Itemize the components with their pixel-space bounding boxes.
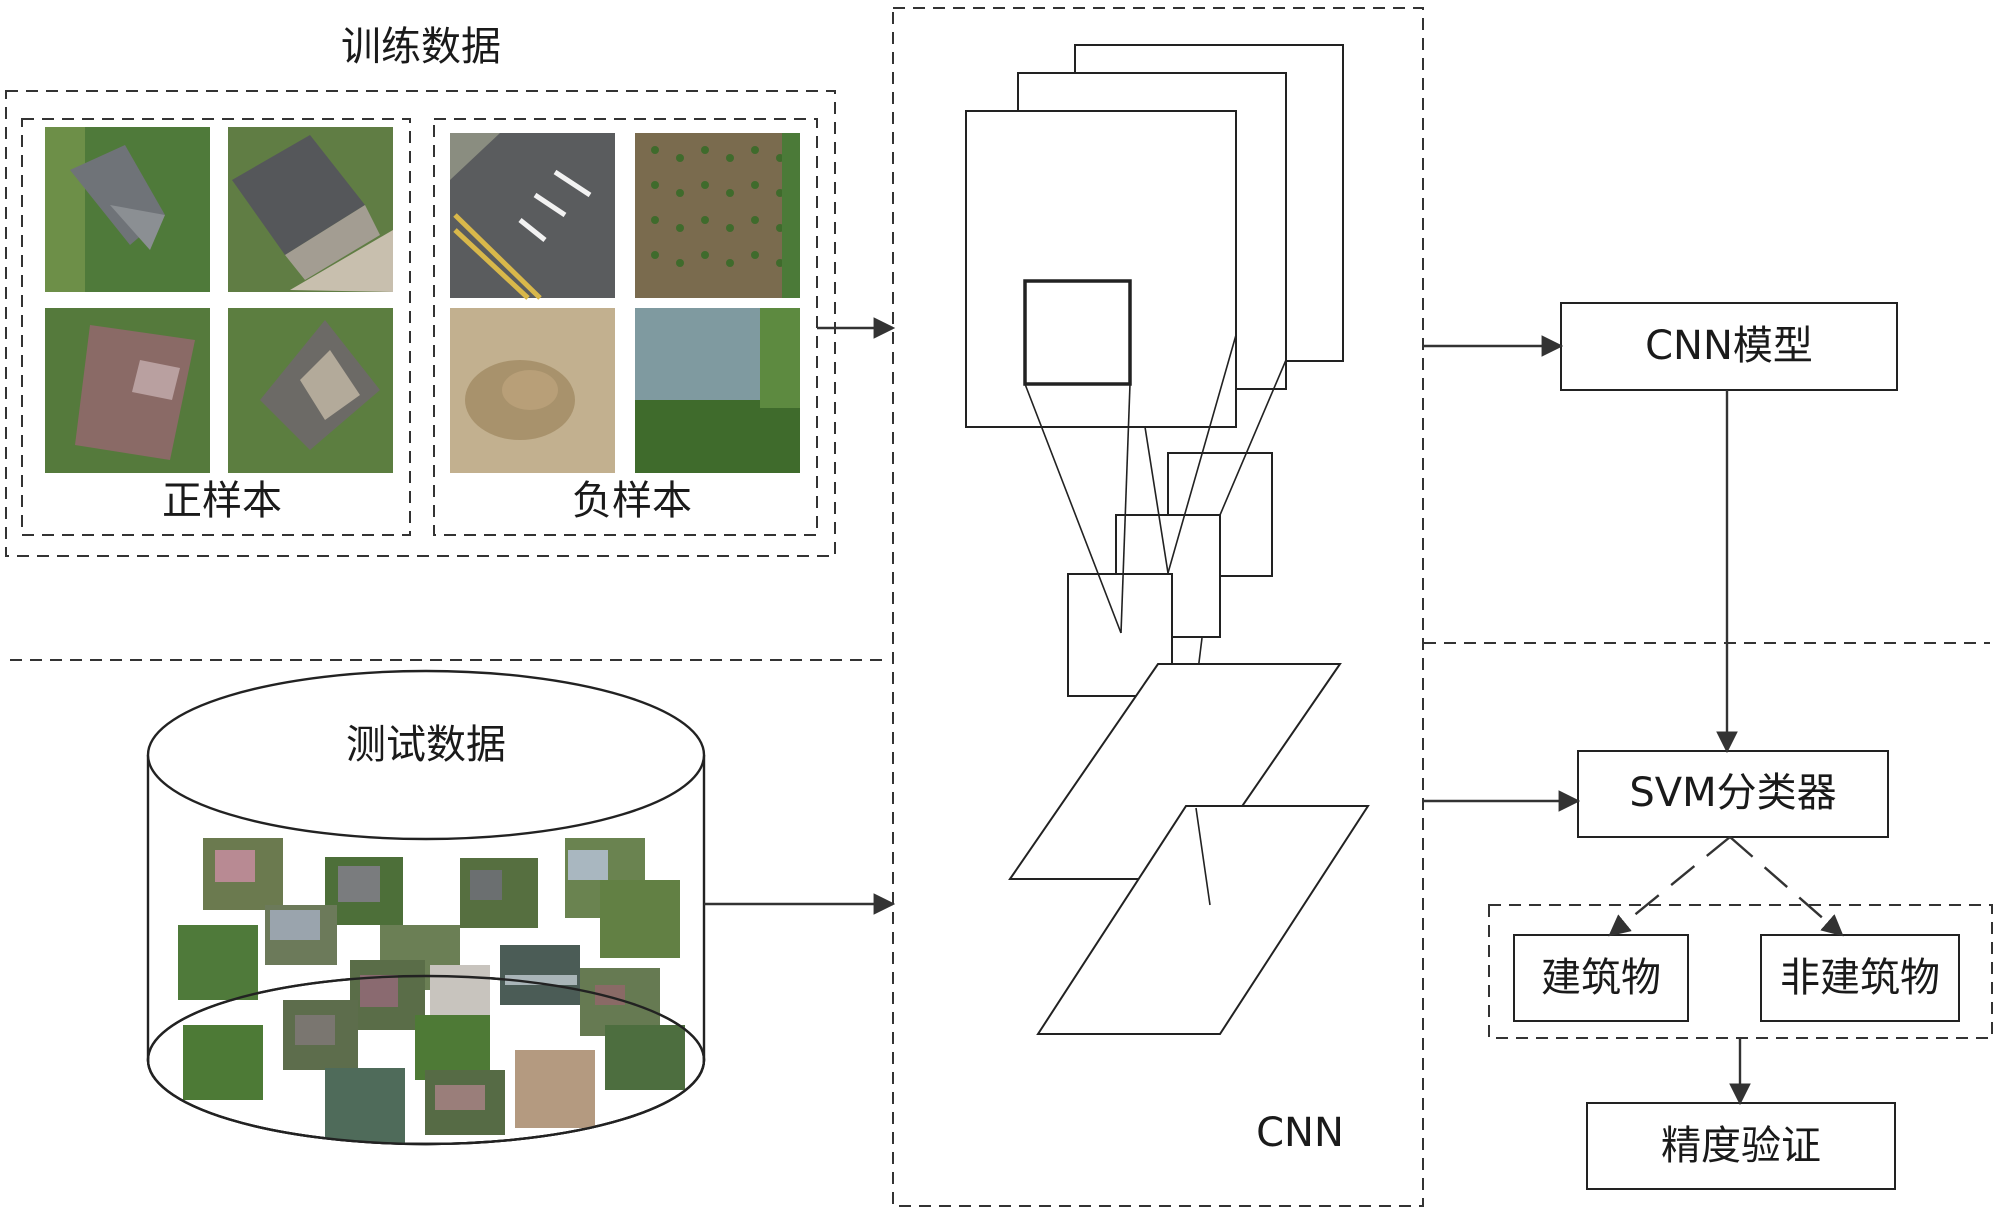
non-building-class-label: 非建筑物 [1780, 955, 1940, 1001]
cnn-frame [892, 7, 1424, 1207]
building-class-box [1513, 934, 1689, 1022]
test-data-cylinder [146, 669, 706, 1146]
negative-samples-label: 负样本 [572, 478, 692, 524]
test-data-title: 测试数据 [346, 722, 506, 768]
positive-samples-label: 正样本 [162, 478, 282, 524]
positive-samples-frame [21, 118, 411, 536]
negative-sample-tile [635, 308, 800, 473]
positive-sample-tile [228, 127, 393, 292]
negative-sample-tile [450, 133, 615, 300]
svm-to-building-arrow [1608, 836, 1731, 937]
training-data-title: 训练数据 [341, 24, 501, 70]
training-data-frame [5, 90, 836, 557]
fully-connected-layer-2 [1036, 805, 1370, 1035]
positive-sample-tile [45, 127, 210, 292]
positive-sample-tile [228, 308, 393, 473]
cnn-model-box [1560, 302, 1898, 391]
non-building-class-box [1760, 934, 1960, 1022]
positive-sample-tile [45, 308, 210, 473]
fully-connected-layer-1 [1008, 663, 1342, 880]
svm-to-non-building-arrow [1729, 836, 1844, 937]
cnn-network-illustration [965, 44, 1370, 1035]
building-class-label: 建筑物 [1541, 955, 1661, 1001]
accuracy-validation-label: 精度验证 [1661, 1123, 1821, 1169]
negative-sample-tile [635, 133, 800, 298]
convolution-kernel-window [1023, 279, 1132, 386]
cnn-model-label: CNN模型 [1645, 323, 1813, 369]
cnn-label: CNN [1256, 1110, 1344, 1156]
feature-map-layer-1 [965, 110, 1237, 428]
svm-classifier-label: SVM分类器 [1629, 770, 1836, 816]
accuracy-validation-box [1586, 1102, 1896, 1190]
negative-sample-tile [450, 308, 615, 473]
svm-classifier-box [1577, 750, 1889, 838]
